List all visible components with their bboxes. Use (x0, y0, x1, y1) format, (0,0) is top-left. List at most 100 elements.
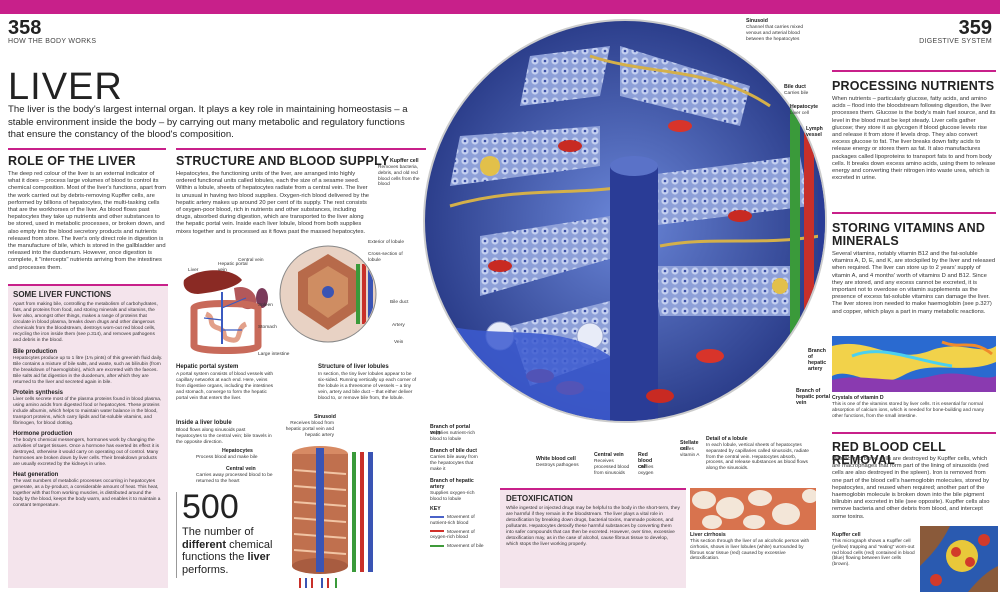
structure-rule (176, 148, 426, 150)
kupffer-desc: Removes bacteria, debris, and old red bl… (378, 165, 420, 188)
key-item: Movement of nutrient-rich blood (430, 515, 490, 527)
key-swatch (430, 515, 444, 518)
small-intestine-shape (204, 311, 248, 343)
processing-heading: PROCESSING NUTRIENTS (832, 79, 995, 93)
vein-bar (368, 264, 373, 324)
key-item: Movement of oxygen-rich blood (430, 530, 490, 542)
function-text: The body's chemical messengers, hormones… (13, 438, 160, 467)
portal-vein-branch (368, 452, 373, 572)
some-functions-heading: SOME LIVER FUNCTIONS (13, 290, 112, 299)
bile-duct-big-desc: Carries bile (784, 91, 809, 96)
structure-text: Hepatocytes, the functioning units of th… (176, 171, 370, 235)
key-label: Movement of bile (447, 544, 484, 550)
sinusoid-big-label: Sinusoid (746, 18, 768, 24)
kupffer-micrograph (920, 526, 998, 592)
liver-cell-brown (920, 526, 950, 566)
label-artery: Artery (392, 323, 405, 328)
spleen-shape (256, 288, 268, 308)
rbc-removal-text: Defunct red blood cells are destroyed by… (832, 456, 990, 520)
structure-heading: STRUCTURE AND BLOOD SUPPLY (176, 154, 390, 168)
stat-divider (176, 492, 177, 578)
function-title: Heat generation (13, 472, 59, 478)
label-liver: Liver (188, 268, 199, 273)
some-functions-panel: SOME LIVER FUNCTIONS Apart from making b… (8, 284, 168, 588)
function-item: Protein synthesis Liver cells secrete mo… (13, 390, 163, 427)
kupffer-cells (480, 156, 788, 294)
role-text: The deep red colour of the liver is an e… (8, 171, 167, 271)
kupffer-label: Kupffer cell (390, 158, 419, 164)
key-label: Movement of nutrient-rich blood (430, 515, 475, 526)
key-swatch (430, 530, 444, 533)
vessel-triad (790, 96, 825, 336)
engulfed-rbc (965, 557, 975, 567)
hps-title: Hepatic portal system (176, 364, 239, 370)
cv-big-label: Central vein (594, 452, 624, 458)
role-heading: ROLE OF THE LIVER (8, 154, 136, 168)
crystal-streak-orange (941, 340, 993, 356)
stat-post: performs. (182, 563, 229, 576)
hepatocyte-sheets (450, 46, 810, 386)
key-swatch (430, 544, 444, 547)
central-vein-core (316, 448, 324, 572)
label-cross-section: Cross-section of lobule (368, 252, 403, 263)
portal-branches (203, 297, 247, 331)
label-bile-duct: Bile duct (390, 300, 409, 305)
rbc-free (978, 534, 990, 546)
hepatocytes-desc: Process blood and make bile (196, 455, 258, 460)
label-large-intestine: Large intestine (258, 352, 290, 357)
vitd-text: This is one of the vitamins stored by li… (832, 402, 984, 419)
storing-heading: STORING VITAMINS AND MINERALS (832, 221, 986, 248)
key-label: Movement of oxygen-rich blood (430, 529, 475, 541)
wbc-label: White blood cell (536, 456, 576, 462)
bpv-desc: Supplies nutrient-rich blood to lobule (430, 431, 476, 442)
function-item: Hormone production The body's chemical m… (13, 431, 163, 468)
page-number-left: 358 (8, 17, 42, 39)
stat-number: 500 (182, 488, 239, 526)
label-hepatic-portal-vein: Hepatic portal vein (218, 262, 248, 273)
sinusoid-desc: Receives blood from hepatic portal vein … (285, 421, 334, 438)
central-vein-desc: Carries away processed blood to be retur… (196, 473, 273, 484)
lobule-detail-illustration (423, 19, 827, 423)
hps-text: A portal system consists of blood vessel… (176, 372, 274, 401)
crystal-streak-cyan (851, 350, 953, 368)
inside-text: Blood flows along sinusoids past hepatoc… (176, 428, 272, 445)
cirrhosis-title: Liver cirrhosis (690, 532, 726, 538)
storing-text: Several vitamins, notably vitamin B12 an… (832, 251, 996, 315)
bha-label: Branch of hepatic artery (430, 478, 474, 490)
branch-portal-vein-label: Branch of hepatic portal vein (796, 388, 831, 406)
label-exterior-lobule: Exterior of lobule (368, 240, 404, 245)
bpv-label: Branch of portal vein (430, 424, 471, 436)
bha-desc: Supplies oxygen-rich blood to lobule (430, 491, 475, 502)
stat-bold-2: liver (247, 551, 271, 563)
stat-pre: The number of (182, 526, 254, 538)
detail-lobule-label: Detail of a lobule (706, 436, 748, 442)
struct-title: Structure of liver lobules (318, 364, 389, 370)
branch-hepatic-artery-label: Branch of hepatic artery (808, 348, 827, 372)
liver-cell-brown-2 (968, 566, 998, 592)
inside-title: Inside a liver lobule (176, 420, 232, 426)
stat-mid: chemical functions the (182, 538, 273, 564)
function-text: Liver cells secrete most of the plasma p… (13, 397, 162, 426)
crystal-band-purple (832, 373, 996, 392)
function-title: Bile production (13, 349, 57, 355)
page-title: LIVER (8, 66, 123, 108)
stellate-label: Stellate cell (680, 440, 699, 452)
cirrhosis-text: This section through the liver of an alc… (690, 539, 810, 562)
lobule-magnifier (279, 245, 377, 343)
storing-rule (832, 212, 996, 214)
bbd-label: Branch of bile duct (430, 448, 477, 454)
function-text: Hepatocytes produce up to 1 litre (1¾ pi… (13, 356, 163, 385)
function-title: Protein synthesis (13, 390, 64, 396)
processing-text: When nutrients – particularly glucose, f… (832, 96, 996, 182)
bile-duct-branch (352, 452, 356, 572)
detox-panel: DETOXIFICATION While ingested or injecte… (500, 488, 686, 588)
intro-text: The liver is the body's largest internal… (8, 104, 408, 141)
digestive-organs-illustration (183, 270, 268, 354)
stat-bold-1: different (182, 538, 226, 551)
kupffer-photo-title: Kupffer cell (832, 532, 861, 538)
arrows-blue (305, 578, 323, 588)
rbc-removal-rule (832, 432, 996, 434)
arrows-red (299, 578, 329, 588)
role-rule (8, 148, 166, 150)
key-legend: KEY Movement of nutrient-rich blood Move… (430, 506, 490, 550)
